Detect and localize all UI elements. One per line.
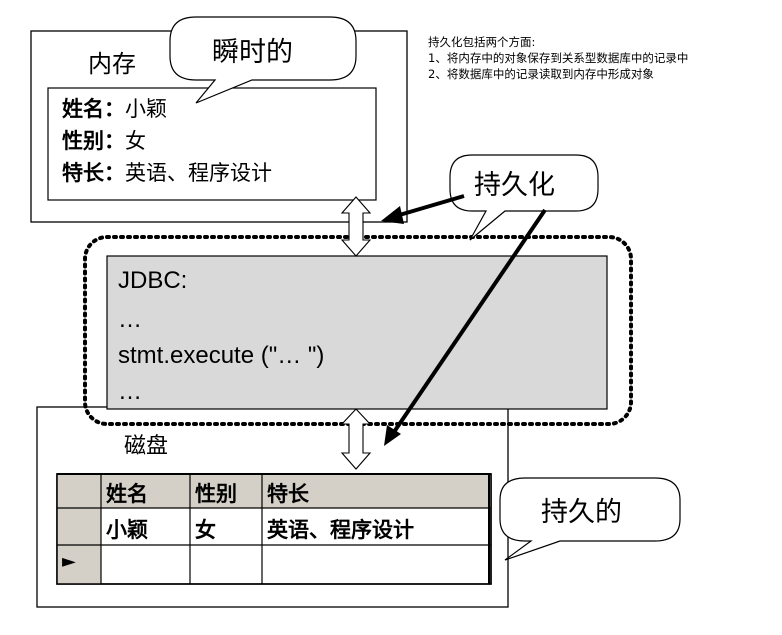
disk-table-grid — [56, 473, 492, 585]
field-sep: ： — [104, 128, 125, 153]
callout-persistence-label: 持久化 — [474, 170, 555, 201]
notes-item: 1、将内存中的对象保存到关系型数据库中的记录中 — [428, 51, 689, 65]
jdbc-box — [106, 255, 608, 410]
jdbc-line: JDBC: — [118, 267, 188, 294]
arrow-to-top-head-icon — [381, 206, 404, 224]
table-cell-name: 小颖 — [106, 518, 148, 542]
table-cell-specialty: 英语、程序设计 — [267, 518, 414, 542]
table-header-name: 姓名 — [106, 482, 148, 506]
field-sep: ： — [104, 160, 125, 185]
double-arrow-bottom-icon — [340, 408, 372, 470]
table-header-specialty: 特长 — [267, 482, 309, 506]
memory-data-box — [47, 87, 377, 201]
arrow-to-bottom-head-icon — [384, 425, 401, 446]
callout-persistent-label: 持久的 — [541, 497, 622, 528]
field-value: 小颖 — [125, 97, 167, 121]
field-value: 女 — [125, 129, 146, 153]
disk-title: 磁盘 — [124, 434, 169, 459]
callout-persistence — [449, 154, 599, 241]
notes-title: 持久化包括两个方面: — [428, 35, 536, 49]
field-label: 姓名 — [62, 96, 104, 121]
field-value: 英语、程序设计 — [125, 161, 272, 185]
table-header-gender: 性别 — [195, 482, 237, 506]
memory-field-name: 姓名：小颖 — [62, 94, 167, 124]
arrow-to-top-line — [395, 194, 465, 218]
field-label: 特长 — [62, 160, 104, 185]
table-cell-gender: 女 — [195, 518, 216, 542]
notes-item: 2、将数据库中的记录读取到内存中形成对象 — [428, 67, 654, 81]
callout-transient — [169, 16, 357, 104]
row-indicator-icon: ► — [62, 551, 76, 572]
jdbc-line: … — [118, 378, 142, 405]
memory-field-specialty: 特长：英语、程序设计 — [62, 158, 272, 188]
memory-field-gender: 性别：女 — [62, 126, 146, 156]
double-arrow-top-icon — [340, 196, 372, 257]
jdbc-line: stmt.execute ("… ") — [118, 342, 325, 369]
callout-persistent — [499, 477, 681, 561]
callout-transient-label: 瞬时的 — [212, 37, 293, 68]
jdbc-line: … — [118, 306, 142, 333]
arrow-to-bottom-line — [392, 208, 547, 434]
memory-title: 内存 — [88, 50, 136, 78]
field-label: 性别 — [62, 128, 104, 153]
field-sep: ： — [104, 96, 125, 121]
